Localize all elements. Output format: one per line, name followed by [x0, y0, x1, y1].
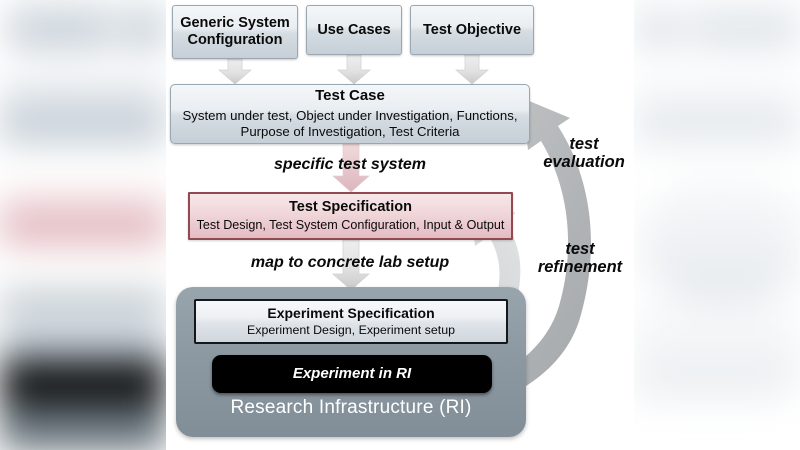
blur-right-content	[634, 0, 800, 450]
box-test-objective-label: Test Objective	[422, 21, 522, 38]
blur-shape-r5	[634, 305, 800, 400]
label-test-refinement-line1: test	[565, 240, 595, 258]
blur-left-content	[0, 0, 166, 450]
box-experiment-in-ri-label: Experiment in RI	[292, 365, 412, 383]
label-test-evaluation: test evaluation	[534, 135, 634, 172]
label-specific-test-system: specific test system	[273, 156, 427, 173]
blurred-background-left	[0, 0, 166, 450]
label-research-infrastructure: Research Infrastructure (RI)	[230, 397, 472, 418]
blur-shape-8	[0, 363, 166, 404]
box-experiment-in-ri[interactable]: Experiment in RI	[212, 355, 492, 393]
blur-shape-r2	[689, 0, 800, 49]
blur-shape-4	[0, 80, 166, 144]
box-test-case[interactable]: Test Case System under test, Object unde…	[170, 84, 530, 144]
diagram-content-panel: Generic System Configuration Use Cases T…	[166, 0, 634, 450]
label-map-to-concrete-lab-setup: map to concrete lab setup	[250, 254, 450, 271]
box-use-cases[interactable]: Use Cases	[306, 5, 402, 55]
box-test-specification[interactable]: Test Specification Test Design, Test Sys…	[188, 192, 513, 240]
blur-shape-2	[7, 0, 113, 49]
arrow-gsc-to-testcase	[218, 58, 252, 85]
blur-shape-7	[0, 305, 166, 354]
arrow-usecases-to-testcase	[337, 54, 371, 85]
box-experiment-specification-title: Experiment Specification	[267, 305, 435, 322]
blur-shape-r3	[634, 84, 800, 144]
box-experiment-specification[interactable]: Experiment Specification Experiment Desi…	[194, 299, 508, 344]
box-generic-system-configuration-label: Generic System Configuration	[180, 15, 290, 48]
container-research-infrastructure[interactable]: Experiment Specification Experiment Desi…	[176, 287, 526, 437]
box-generic-system-configuration[interactable]: Generic System Configuration	[172, 5, 298, 59]
blur-shape-r1	[634, 0, 682, 49]
blur-shape-3	[120, 0, 166, 49]
box-test-objective[interactable]: Test Objective	[410, 5, 534, 55]
box-experiment-specification-details: Experiment Design, Experiment setup	[247, 323, 455, 338]
label-test-refinement-line2: refinement	[537, 258, 623, 277]
arrow-testobjective-to-testcase	[455, 54, 489, 85]
box-use-cases-label: Use Cases	[317, 21, 391, 38]
blur-shape-r4	[639, 178, 800, 305]
box-test-case-details: System under test, Object under Investig…	[182, 107, 518, 140]
label-test-evaluation-line1: test	[569, 135, 599, 153]
blur-shape-5	[0, 193, 166, 245]
blur-shape-base-right	[634, 0, 800, 450]
box-test-specification-details: Test Design, Test System Configuration, …	[196, 218, 505, 233]
blurred-background-right	[634, 0, 800, 450]
label-test-refinement: test refinement	[524, 240, 634, 277]
box-test-specification-title: Test Specification	[288, 199, 412, 216]
box-test-case-title: Test Case	[315, 87, 385, 105]
label-test-evaluation-line2: evaluation	[543, 153, 625, 172]
